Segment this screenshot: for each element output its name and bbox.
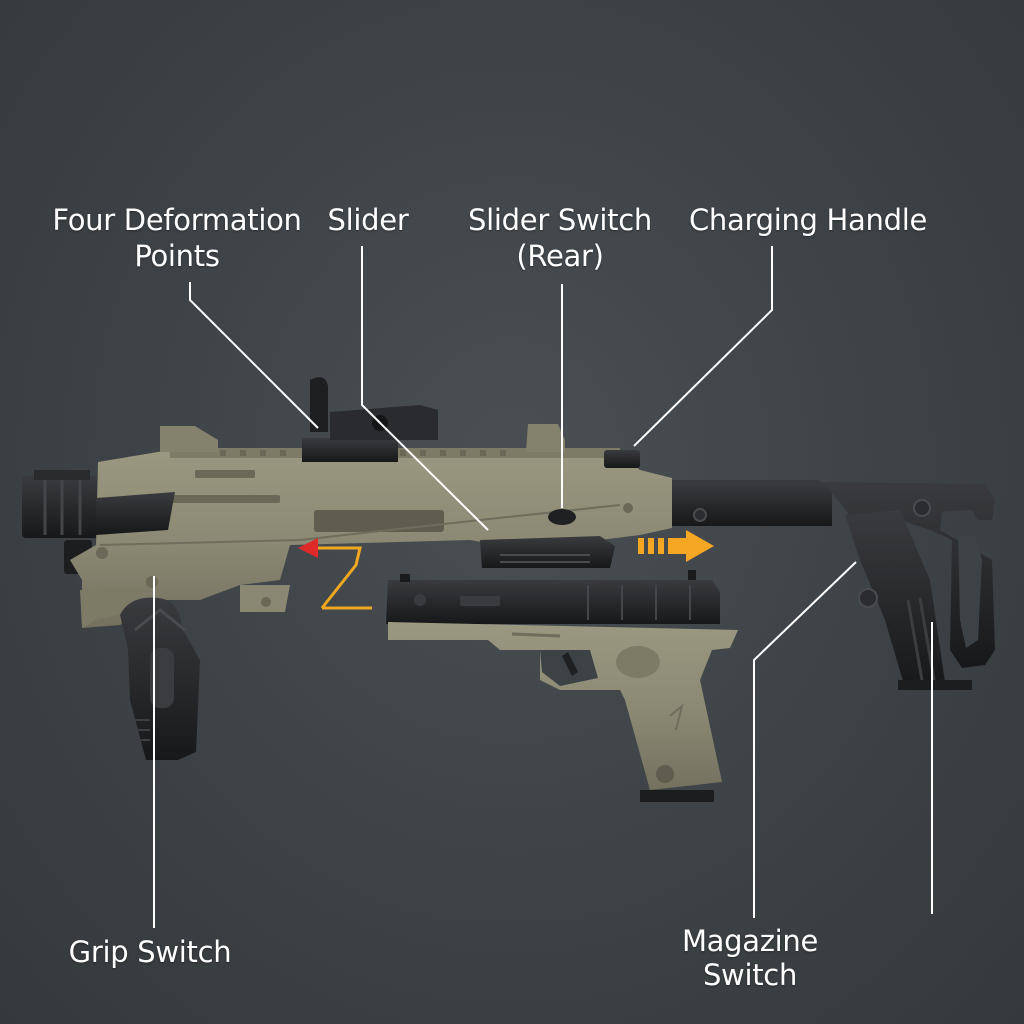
label-four-deformation-points-line1: Four Deformation [52, 203, 302, 237]
label-slider-switch-line1: Slider Switch [468, 203, 652, 237]
leader-magazine-switch-left [753, 561, 857, 918]
label-magazine-switch-line2: Switch [702, 958, 798, 992]
label-slider-switch-line2: (Rear) [516, 239, 604, 273]
label-magazine-switch: Magazine Switch [680, 924, 820, 992]
label-four-deformation-points-line2: Points [134, 239, 220, 273]
leader-four-deformation-points [189, 282, 319, 429]
leader-slider [361, 246, 489, 531]
charging-handle-part [604, 450, 640, 468]
pistol [386, 570, 738, 802]
insertion-arrow [298, 538, 372, 610]
leader-charging-handle [633, 246, 773, 447]
label-grip-switch: Grip Switch [68, 935, 232, 969]
label-slider-switch-rear: Slider Switch (Rear) [460, 202, 660, 274]
slide-direction-arrow [638, 530, 714, 562]
leader-lines [153, 246, 933, 928]
label-charging-handle: Charging Handle [688, 203, 928, 237]
label-slider: Slider [327, 203, 409, 237]
red-dot-optic [302, 377, 438, 462]
label-magazine-switch-line1: Magazine [681, 924, 819, 958]
foregrip [120, 597, 200, 760]
slider-part [480, 509, 615, 568]
label-four-deformation-points: Four Deformation Points [52, 202, 302, 274]
